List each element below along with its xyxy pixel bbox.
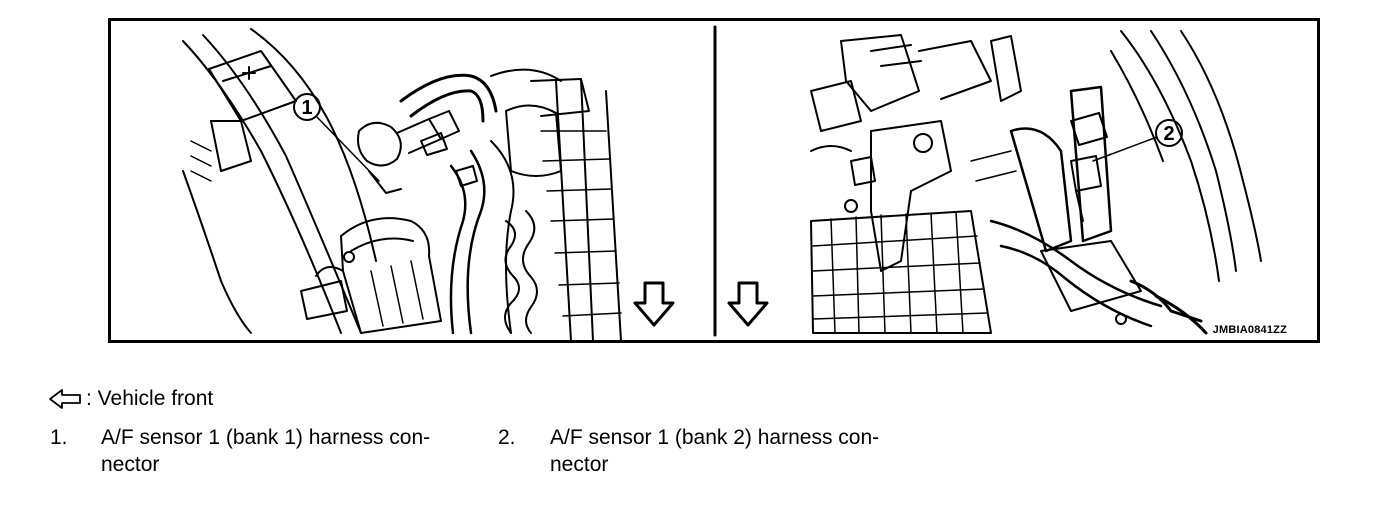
right-view-bank2 bbox=[727, 30, 1262, 335]
legend-vehicle-front: : Vehicle front bbox=[48, 384, 213, 414]
legend-item-text-line1: A/F sensor 1 (bank 2) harness con- bbox=[550, 426, 880, 449]
legend-item-number: 2. bbox=[498, 426, 516, 449]
engine-line-drawing: 1 2 bbox=[182, 25, 1262, 340]
arrow-left-outline-icon bbox=[49, 389, 81, 409]
left-view-bank1 bbox=[182, 28, 675, 340]
legend-item-text-line2: nector bbox=[101, 453, 160, 476]
figure-id-label: JMBIA0841ZZ bbox=[1212, 324, 1287, 336]
legend-item-1: 1. A/F sensor 1 (bank 1) harness con-nec… bbox=[50, 424, 490, 484]
legend-item-number: 1. bbox=[50, 426, 68, 449]
callout-1: 1 bbox=[301, 97, 312, 119]
callout-2: 2 bbox=[1163, 123, 1174, 145]
front-arrow-right-view bbox=[727, 281, 769, 327]
legend-item-text: A/F sensor 1 (bank 2) harness con-nector bbox=[550, 424, 930, 478]
legend-item-2: 2. A/F sensor 1 (bank 2) harness con-nec… bbox=[498, 424, 938, 484]
legend-item-text: A/F sensor 1 (bank 1) harness con-nector bbox=[101, 424, 481, 478]
legend-item-text-line1: A/F sensor 1 (bank 1) harness con- bbox=[101, 426, 431, 449]
front-arrow-left-view bbox=[633, 281, 675, 327]
legend-item-text-line2: nector bbox=[550, 453, 609, 476]
engine-illustration-frame: 1 2 JMBIA0841ZZ bbox=[108, 18, 1320, 343]
legend-front-label: : Vehicle front bbox=[86, 387, 214, 410]
